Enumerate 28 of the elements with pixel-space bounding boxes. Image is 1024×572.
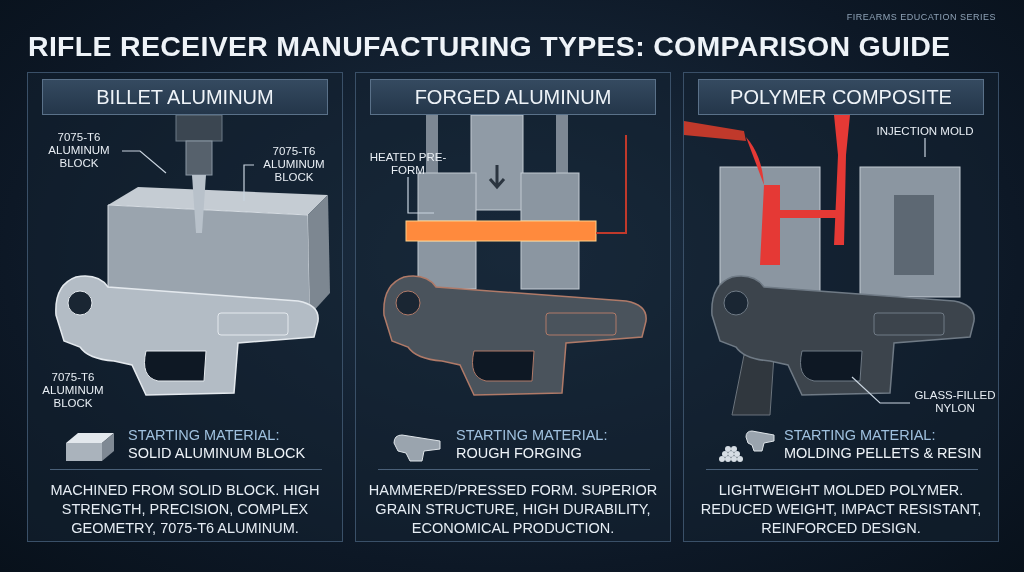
description-text: HAMMERED/PRESSED FORM. SUPERIOR GRAIN STRUCTURE, HIGH DURABILITY, ECONOMICAL PRODUCTION. [367,481,659,538]
material-heading: STARTING MATERIAL: [784,427,936,443]
material-name: SOLID ALUMINUM BLOCK [128,445,306,461]
callout-label: 7075-T6 ALUMINUM BLOCK [36,131,122,170]
leader-line [924,137,926,158]
material-name: ROUGH FORGING [456,445,582,461]
material-heading: STARTING MATERIAL: [456,427,608,443]
material-name: MOLDING PELLETS & RESIN [784,445,982,461]
panel-heading: FORGED ALUMINUM [370,79,656,115]
comparison-panel [27,72,343,542]
callout-label: HEATED PRE-FORM [368,151,448,177]
description-text: MACHINED FROM SOLID BLOCK. HIGH STRENGTH, PRECISION, COMPLEX GEOMETRY, 7075-T6 ALUMINUM. [49,481,321,538]
callout-label: 7075-T6 ALUMINUM BLOCK [254,145,334,184]
comparison-panel [683,72,999,542]
series-label: FIREARMS EDUCATION SERIES [846,12,996,22]
material-heading: STARTING MATERIAL: [128,427,280,443]
leader-line [851,376,911,404]
leader-line [243,164,255,202]
leader-line [407,176,435,214]
description-text: LIGHTWEIGHT MOLDED POLYMER. REDUCED WEIGHT, IMPACT RESISTANT, REINFORCED DESIGN. [699,481,983,538]
callout-label: GLASS-FILLED NYLON [910,389,1000,415]
panel-heading: BILLET ALUMINUM [42,79,328,115]
panel-heading: POLYMER COMPOSITE [698,79,984,115]
title: RIFLE RECEIVER MANUFACTURING TYPES: COMPARISON GUIDE [28,30,952,63]
leader-line [121,150,167,174]
callout-label: INJECTION MOLD [870,125,980,138]
comparison-panel [355,72,671,542]
callout-label: 7075-T6 ALUMINUM BLOCK [41,371,105,410]
